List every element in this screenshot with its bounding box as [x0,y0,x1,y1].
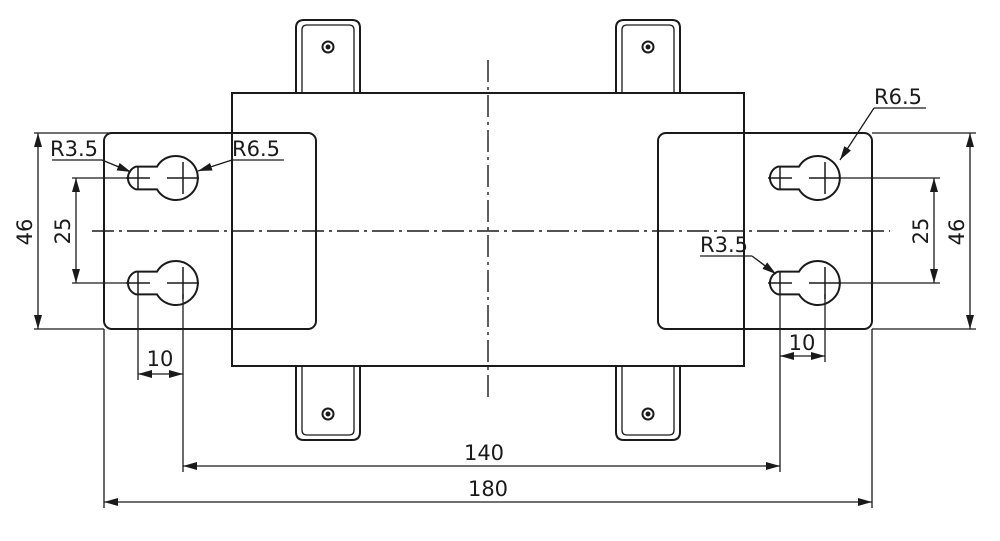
central-body [231,92,745,367]
dim-slot-offset-right: 10 [780,331,825,360]
dim-label: 25 [909,218,933,245]
dim-label: 180 [468,477,508,501]
radius-label: R3.5 [50,137,98,161]
dim-slot-offset-left: 10 [138,347,183,378]
extension-lines [34,132,976,508]
radius-label: R3.5 [700,233,748,257]
bottom-left-tab [295,366,361,441]
radius-callout-large-left: R6.5 [197,137,284,172]
radius-callout-large-right: R6.5 [839,85,926,161]
dim-pitch-right: 25 [909,178,938,283]
keyhole-slot-bottom-left [126,260,199,306]
keyhole-slot-top-right [768,155,841,201]
dim-pitch-left: 25 [51,178,80,283]
dim-hole-spacing: 140 [183,441,780,470]
radius-callout-small-right: R3.5 [700,233,777,275]
keyhole-slot-bottom-right [768,260,841,306]
tab-hole [321,40,335,54]
keyhole-slot-top-left [126,155,199,201]
dim-label: 10 [789,331,816,355]
dim-label: 46 [13,219,37,246]
dim-label: 140 [464,441,504,465]
dim-height-left: 46 [13,133,42,329]
radius-callout-small-left: R3.5 [50,137,132,173]
dim-label: 46 [945,219,969,246]
dim-height-right: 46 [945,133,974,329]
tab-hole [321,407,335,421]
top-right-tab [615,19,681,93]
top-left-tab [295,19,361,93]
dim-label: 10 [147,347,174,371]
dim-overall-width: 180 [104,477,872,506]
radius-label: R6.5 [232,137,280,161]
dim-label: 25 [51,218,75,245]
tab-hole [641,40,655,54]
radius-label: R6.5 [874,85,922,109]
bottom-right-tab [615,366,681,441]
tab-hole [641,407,655,421]
